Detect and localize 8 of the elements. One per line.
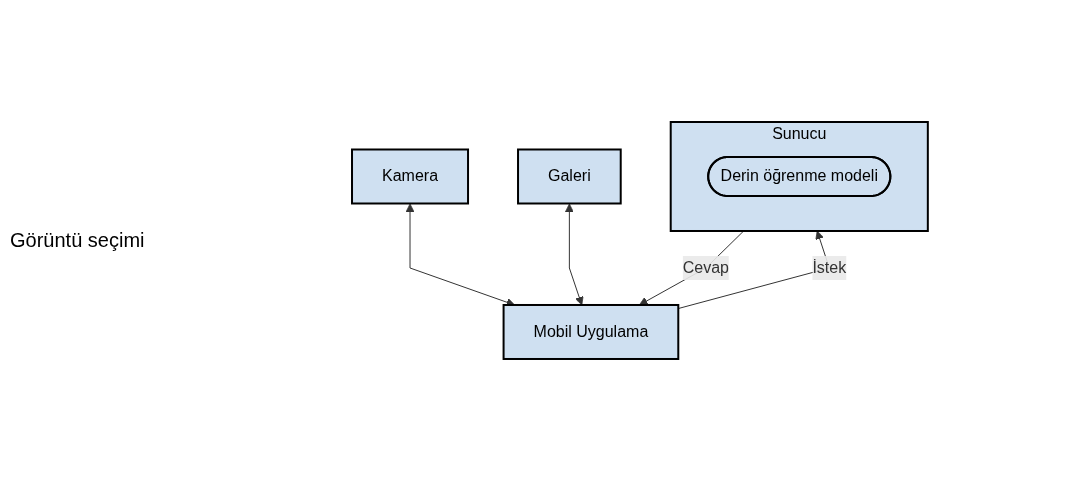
edge-label: Cevap [682, 258, 729, 276]
node-box: Galeri [516, 148, 622, 205]
edge-label: İstek [811, 258, 846, 276]
arrow [638, 230, 744, 306]
note-text: Görüntü seçimi [10, 229, 146, 252]
node-box: Kamera [350, 148, 469, 205]
node-box: Mobil Uygulama [502, 304, 679, 360]
arrow [564, 203, 584, 306]
